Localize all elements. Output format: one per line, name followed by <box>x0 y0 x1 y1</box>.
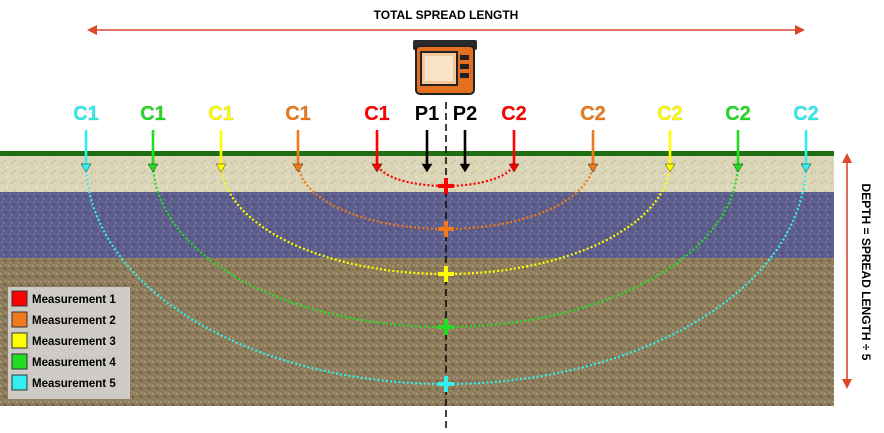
current-electrode-label-c2-4: C2 <box>725 103 751 125</box>
legend-swatch <box>11 353 28 370</box>
legend-label: Measurement 3 <box>32 336 116 348</box>
current-electrode-arrow-c1-3 <box>215 130 227 173</box>
legend-swatch <box>11 374 28 391</box>
soil-layer-top <box>0 154 834 192</box>
legend-label: Measurement 4 <box>32 357 116 369</box>
measurement-point-1 <box>438 178 454 194</box>
legend-item-5: Measurement 5 <box>11 374 116 391</box>
current-electrode-arrow-c1-1 <box>371 130 383 173</box>
legend-swatch <box>11 332 28 349</box>
total-spread-title: TOTAL SPREAD LENGTH <box>374 8 519 22</box>
legend-item-4: Measurement 4 <box>11 353 116 370</box>
current-electrode-arrow-c2-3 <box>664 130 676 173</box>
soil-layer-bottom <box>0 258 834 406</box>
current-electrode-label-c2-2: C2 <box>580 103 606 125</box>
legend-swatch <box>11 311 28 328</box>
current-electrode-label-c1-2: C1 <box>285 103 311 125</box>
current-electrode-arrow-c1-5 <box>80 130 92 173</box>
legend-item-3: Measurement 3 <box>11 332 116 349</box>
current-electrode-label-c1-1: C1 <box>364 103 390 125</box>
potential-electrode-label-p1: P1 <box>415 103 439 125</box>
soil-layer-middle <box>0 192 834 258</box>
measurement-point-2 <box>438 221 454 237</box>
depth-label: DEPTH = SPREAD LENGTH ÷ 5 <box>859 184 873 361</box>
current-electrode-label-c1-4: C1 <box>140 103 166 125</box>
legend-label: Measurement 1 <box>32 294 116 306</box>
current-path-arc-2 <box>296 161 595 231</box>
current-electrode-label-c2-3: C2 <box>657 103 683 125</box>
current-electrode-arrow-c1-2 <box>292 130 304 173</box>
current-electrode-label-c2-1: C2 <box>501 103 527 125</box>
current-path-arc-3 <box>219 161 672 276</box>
current-electrode-arrow-c2-1 <box>508 130 520 173</box>
measurement-point-4 <box>438 319 454 335</box>
current-electrode-label-c2-5: C2 <box>793 103 819 125</box>
current-electrode-arrow-c2-5 <box>800 130 812 173</box>
ground-surface-line <box>0 151 834 156</box>
current-electrode-arrow-c2-4 <box>732 130 744 173</box>
measurement-point-3 <box>438 266 454 282</box>
current-electrode-arrow-c2-2 <box>587 130 599 173</box>
legend-background <box>8 287 130 399</box>
current-electrode-label-c1-5: C1 <box>73 103 99 125</box>
legend-label: Measurement 2 <box>32 315 116 327</box>
measurement-point-5 <box>438 376 454 392</box>
current-electrode-arrow-c1-4 <box>147 130 159 173</box>
current-electrode-label-c1-3: C1 <box>208 103 234 125</box>
legend-label: Measurement 5 <box>32 378 116 390</box>
resistivity-meter-icon <box>413 40 477 95</box>
legend-item-2: Measurement 2 <box>11 311 116 328</box>
potential-electrode-label-p2: P2 <box>453 103 477 125</box>
potential-electrode-arrow-p1 <box>421 130 433 173</box>
potential-electrode-arrow-p2 <box>459 130 471 173</box>
legend-item-1: Measurement 1 <box>11 290 116 307</box>
legend: Measurement 1 Measurement 2 Measurement 3 M… <box>8 287 130 399</box>
legend-swatch <box>11 290 28 307</box>
